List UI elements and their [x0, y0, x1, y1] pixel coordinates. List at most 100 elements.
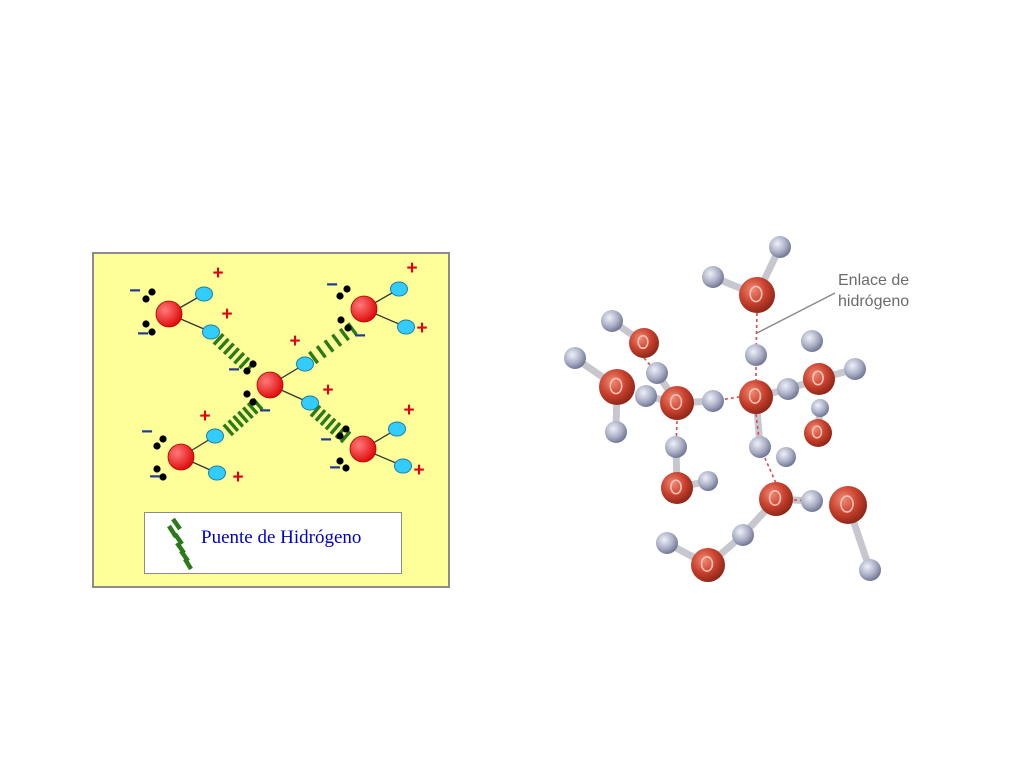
water-molecules: ++−−++−−++−−++−−++−− [129, 258, 427, 488]
oxygen-highlight [749, 285, 763, 303]
oxygen-atom [660, 386, 694, 420]
oxygen-atom [350, 295, 378, 323]
negative-charge: − [137, 323, 149, 345]
lone-pair-electron [336, 432, 344, 440]
lone-pair-electron [243, 390, 251, 398]
hydrogen-atom [564, 347, 586, 369]
hydrogen-atom [665, 436, 687, 458]
oxygen-atom [759, 482, 793, 516]
lone-pair-electron [342, 425, 350, 433]
negative-charge: − [259, 400, 271, 422]
hydrogen-atom [859, 559, 881, 581]
hydrogen-bond-dashed [712, 396, 740, 402]
hydrogen-bond-3 [222, 397, 264, 437]
positive-charge: + [406, 258, 417, 279]
negative-charge: − [320, 429, 332, 451]
hydrogen-atom [390, 281, 408, 297]
oxygen-highlight [748, 388, 762, 404]
oxygen-atom [256, 371, 284, 399]
schematic-drawing: ++−−++−−++−−++−−++−− [129, 258, 427, 488]
positive-charge: + [413, 460, 424, 481]
positive-charge: + [221, 304, 232, 325]
hydrogen-atom [698, 471, 718, 491]
hydrogen-bond-legend-icon [167, 517, 193, 571]
positive-charge: + [212, 263, 223, 284]
hydrogen-atom [206, 428, 224, 444]
hydrogen-atom [702, 266, 724, 288]
oxygen-atom [349, 435, 377, 463]
hydrogen-atom [296, 356, 314, 372]
negative-charge: − [326, 274, 338, 296]
hydrogen-atom [776, 447, 796, 467]
lone-pair-electron [148, 288, 156, 296]
oxygen-highlight [700, 556, 714, 572]
hydrogen-atom [745, 344, 767, 366]
lone-pair-electron [159, 473, 167, 481]
lone-pair-electron [153, 465, 161, 473]
negative-charge: − [129, 280, 141, 302]
hydrogen-atom [844, 358, 866, 380]
lone-pair-electron [249, 360, 257, 368]
negative-charge: − [149, 466, 161, 488]
hydrogen-atom [732, 524, 754, 546]
negative-charge: − [141, 421, 153, 443]
callout-label: Enlace de hidrógeno [838, 272, 910, 310]
hydrogen-atom [208, 465, 226, 481]
hydrogen-bonds [212, 322, 358, 444]
oxygen-atom [691, 548, 725, 582]
lone-pair-electron [336, 457, 344, 465]
hydrogen-atom [388, 421, 406, 437]
oxygen-atom [804, 419, 832, 447]
hydrogen-bond-schematic: ++−−++−−++−−++−−++−− Puente de Hidrógeno [92, 252, 450, 588]
lone-pair-electron [148, 328, 156, 336]
positive-charge: + [289, 331, 300, 352]
positive-charge: + [403, 400, 414, 421]
negative-charge: − [329, 457, 341, 479]
oxygen-highlight [609, 377, 623, 395]
hydrogen-atom [195, 286, 213, 302]
oxygen-highlight [669, 394, 683, 410]
hydrogen-atom [601, 310, 623, 332]
oxygen-atom [829, 486, 867, 524]
hydrogen-atom [769, 236, 791, 258]
oxygen-highlight [811, 425, 823, 439]
callout-leader-line [756, 292, 836, 334]
lone-pair-electron [159, 435, 167, 443]
hydrogen-atom [397, 319, 415, 335]
oxygen-atom [167, 443, 195, 471]
legend-label: Puente de Hidrógeno [201, 527, 362, 548]
water-molecule-3: + + −− [228, 331, 333, 422]
hydrogen-atom [702, 390, 724, 412]
water-cluster-3d: Enlace de hidrógeno [550, 225, 930, 600]
hydrogen-atom [301, 395, 319, 411]
lone-pair-electron [153, 442, 161, 450]
lone-pair-electron [142, 320, 150, 328]
hydrogen-atom [202, 324, 220, 340]
water-molecule-2: ++−− [326, 258, 427, 347]
lone-pair-electron [343, 285, 351, 293]
lone-pair-electron [336, 292, 344, 300]
hydrogen-atom [811, 399, 829, 417]
lone-pair-electron [342, 464, 350, 472]
hydrogen-atom [646, 362, 668, 384]
positive-charge: + [322, 380, 333, 401]
oxygen-highlight [670, 479, 682, 495]
water-molecule-5: + + − − [320, 400, 424, 481]
hydrogen-atom [656, 532, 678, 554]
hydrogen-atom [635, 385, 657, 407]
positive-charge: + [199, 406, 210, 427]
oxygen-highlight [840, 495, 854, 513]
ball-and-stick-model [564, 236, 881, 582]
oxygen-atom [155, 300, 183, 328]
negative-charge: − [228, 359, 240, 381]
negative-charge: − [354, 325, 366, 347]
hydrogen-atom [394, 458, 412, 474]
lone-pair-electron [142, 295, 150, 303]
oxygen-highlight [768, 490, 782, 506]
positive-charge: + [232, 467, 243, 488]
oxygen-atom [629, 328, 659, 358]
hydrogen-atom [801, 490, 823, 512]
lone-pair-electron [249, 398, 257, 406]
hydrogen-atom [801, 330, 823, 352]
legend: Puente de Hidrógeno [144, 512, 402, 574]
